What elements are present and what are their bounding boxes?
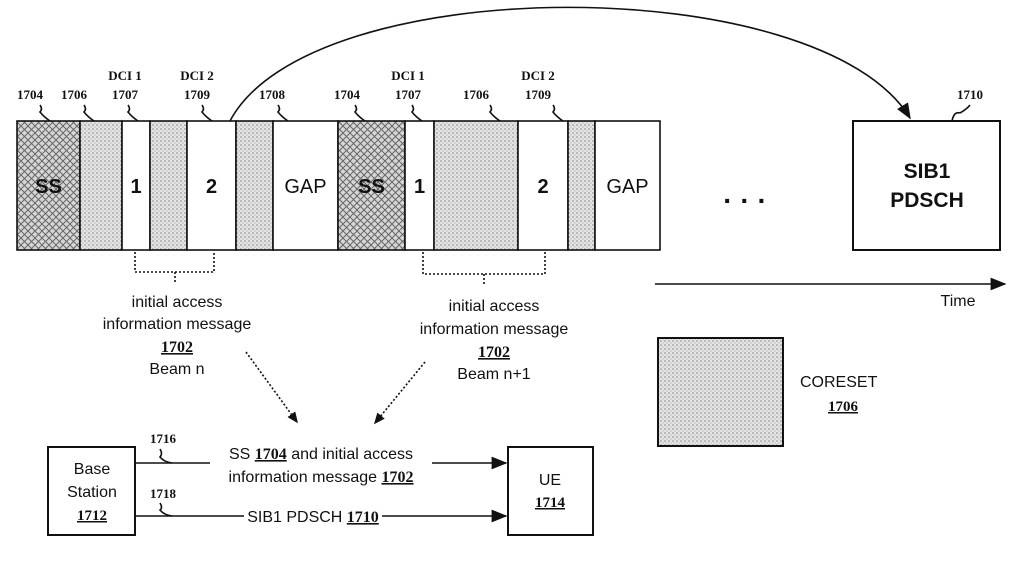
link2-leader	[158, 502, 173, 517]
coreset-segment	[235, 120, 274, 251]
link1-text-line2: information message 1702	[229, 469, 414, 486]
ue-ref: 1714	[535, 495, 566, 511]
sib1-pdsch-block	[852, 120, 1001, 251]
message-bracket-beam-n	[134, 252, 215, 282]
gap-segment-label: GAP	[284, 176, 326, 198]
ref-label: 1706	[463, 87, 490, 102]
ref-label: 1710	[957, 87, 983, 102]
base-station-line2: Station	[67, 484, 117, 501]
link1-leader	[158, 448, 173, 464]
leader-lines	[38, 104, 971, 122]
msg-ref: 1702	[478, 344, 510, 361]
ss-segment	[337, 120, 406, 251]
ref-label: 1709	[184, 87, 211, 102]
dci-segment-label: 2	[537, 176, 548, 198]
ss-segment-label: SS	[358, 176, 385, 198]
gap-segment-label: GAP	[606, 176, 648, 198]
ue-box	[507, 446, 594, 536]
coreset-segment	[149, 120, 188, 251]
ref-label: 1708	[259, 87, 286, 102]
ref-label: 1704	[17, 87, 44, 102]
dci-title: DCI 1	[391, 68, 425, 83]
message-beam-n1: initial access information message 1702 …	[420, 298, 569, 383]
gap-segment	[594, 120, 661, 251]
ref-label: 1707	[112, 87, 139, 102]
dci-title: DCI 2	[521, 68, 555, 83]
ref-label: 1709	[525, 87, 552, 102]
base-station-ref: 1712	[77, 508, 107, 524]
coreset-segment	[433, 120, 519, 251]
ellipsis: · · ·	[723, 185, 767, 216]
coreset-legend-ref: 1706	[828, 399, 859, 415]
ss-segment	[16, 120, 81, 251]
msg-line2: information message	[420, 321, 569, 338]
segment-refs: 1704 1706 DCI 1 1707 DCI 2 1709 1708 170…	[17, 68, 983, 102]
link2-text: SIB1 PDSCH 1710	[247, 509, 379, 526]
base-station-box	[47, 446, 136, 536]
ue-label: UE	[539, 472, 561, 489]
dci-segment	[404, 120, 435, 251]
msg-line1: initial access	[132, 294, 223, 311]
pdsch-label: PDSCH	[890, 189, 964, 212]
dci-segment	[517, 120, 569, 251]
beam-label: Beam n+1	[457, 366, 530, 383]
dci-segment	[121, 120, 151, 251]
dotted-arrow-beam-n1	[373, 361, 426, 425]
coreset-segment	[567, 120, 596, 251]
dci-title: DCI 1	[108, 68, 142, 83]
dci-segment-label: 2	[206, 176, 217, 198]
beam-label: Beam n	[149, 361, 204, 378]
ref-label: 1707	[395, 87, 422, 102]
base-station-line1: Base	[74, 461, 111, 478]
msg-line1: initial access	[449, 298, 540, 315]
coreset-segment	[79, 120, 123, 251]
link1-ref: 1716	[150, 431, 177, 446]
dci-segment-label: 1	[414, 176, 425, 198]
dci-segment-label: 1	[130, 176, 141, 198]
timeline-segments: SS 1 2 GAP SS 1 2 GAP	[16, 120, 661, 251]
message-beam-n: initial access information message 1702 …	[103, 294, 252, 378]
ref-label: 1704	[334, 87, 361, 102]
sib1-schedule-arrow	[229, 6, 911, 122]
sib1-label: SIB1	[904, 160, 951, 183]
ref-label: 1706	[61, 87, 88, 102]
msg-line2: information message	[103, 316, 252, 333]
coreset-legend-label: CORESET	[800, 374, 878, 391]
ss-segment-label: SS	[35, 176, 62, 198]
message-bracket-beam-n1	[422, 252, 546, 284]
link1-text-line1: SS 1704 and initial access	[229, 446, 413, 463]
dotted-arrow-beam-n	[245, 351, 298, 424]
time-label: Time	[941, 293, 976, 310]
link2-ref: 1718	[150, 486, 177, 501]
coreset-legend-swatch	[657, 337, 784, 447]
msg-ref: 1702	[161, 339, 193, 356]
dci-title: DCI 2	[180, 68, 214, 83]
